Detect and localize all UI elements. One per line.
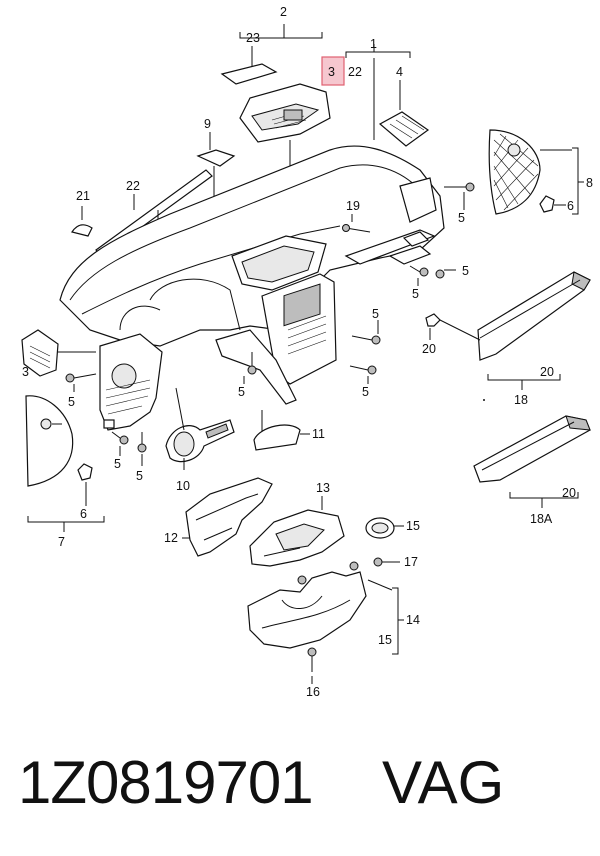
part-1-dashboard bbox=[59, 145, 445, 405]
screw-5-right-mid bbox=[409, 265, 429, 277]
callout-10: 10 bbox=[176, 479, 190, 493]
screw-5-right-far bbox=[435, 269, 456, 279]
callout-21: 21 bbox=[76, 189, 90, 203]
callout-18: 18 bbox=[514, 393, 528, 407]
callout-17: 17 bbox=[404, 555, 418, 569]
part-12-cover-bracket bbox=[185, 477, 273, 557]
screw-5-center-c bbox=[247, 352, 257, 375]
part-14-lower-shroud bbox=[247, 561, 367, 649]
part-number-label: 1Z0819701 bbox=[18, 749, 314, 816]
part-16-screw bbox=[307, 647, 317, 672]
part-small-bracket-right bbox=[388, 231, 432, 265]
callout-5-a: 5 bbox=[458, 211, 465, 225]
part-6-clip-left bbox=[77, 463, 93, 481]
callout-12: 12 bbox=[164, 531, 178, 545]
part-20-clip bbox=[425, 313, 441, 327]
callout-5-b: 5 bbox=[412, 287, 419, 301]
callout-20-a: 20 bbox=[540, 365, 554, 379]
callout-6-right: 6 bbox=[567, 199, 574, 213]
callout-3-left: 3 bbox=[22, 365, 29, 379]
screw-5-center-a bbox=[351, 335, 381, 345]
part-18-trim-strip bbox=[477, 271, 591, 361]
screw-5-left-b bbox=[111, 431, 129, 445]
callout-13: 13 bbox=[316, 481, 330, 495]
callout-15-top: 15 bbox=[406, 519, 420, 533]
part-bracket-left bbox=[99, 333, 163, 431]
screw-5-center-b bbox=[349, 365, 377, 375]
callout-23: 23 bbox=[246, 31, 260, 45]
callout-5-e: 5 bbox=[362, 385, 369, 399]
callout-5-f: 5 bbox=[238, 385, 245, 399]
part-3-left-vent bbox=[21, 329, 59, 377]
callout-6-left: 6 bbox=[80, 507, 87, 521]
callout-16: 16 bbox=[306, 685, 320, 699]
callout-4: 4 bbox=[396, 65, 403, 79]
callout-15-bottom: 15 bbox=[378, 633, 392, 647]
callout-5-h: 5 bbox=[114, 457, 121, 471]
brand-label: VAG bbox=[382, 749, 505, 816]
callout-2: 2 bbox=[280, 5, 287, 19]
callout-8: 8 bbox=[586, 176, 593, 190]
callout-20-c: 20 bbox=[562, 486, 576, 500]
callout-5-i: 5 bbox=[136, 469, 143, 483]
highlight-box bbox=[321, 56, 345, 86]
callout-20-b: 20 bbox=[422, 342, 436, 356]
part-18a-trim-strip bbox=[473, 415, 591, 483]
screw-5-left-c bbox=[137, 432, 147, 453]
callout-11: 11 bbox=[312, 427, 325, 441]
callout-18a: 18A bbox=[530, 512, 553, 526]
part-21-sensor-cap bbox=[71, 224, 93, 237]
callout-19: 19 bbox=[346, 199, 360, 213]
callout-5-c: 5 bbox=[462, 264, 469, 278]
callout-7: 7 bbox=[58, 535, 65, 549]
callout-22-left: 22 bbox=[126, 179, 140, 193]
callout-1: 1 bbox=[370, 37, 377, 51]
part-6-clip-right bbox=[539, 195, 555, 213]
callout-22-top: 22 bbox=[348, 65, 362, 79]
part-8-side-cover bbox=[488, 129, 541, 215]
part-19-screw bbox=[342, 224, 371, 233]
callout-5-d: 5 bbox=[372, 307, 379, 321]
part-15-ring bbox=[365, 517, 395, 539]
part-23-cover-strip bbox=[220, 63, 278, 85]
screw-5-right-top bbox=[444, 182, 475, 192]
part-17-screw bbox=[373, 557, 400, 567]
caption-bar: 1Z0819701 VAG bbox=[0, 748, 600, 828]
screw-5-left-a bbox=[65, 373, 97, 383]
part-10-ignition-bezel bbox=[165, 419, 235, 463]
parts-exploded-diagram: 2 23 3 22 1 4 9 22 21 bbox=[21, 5, 593, 699]
part-7-side-cover-left bbox=[25, 395, 74, 487]
part-3-center-vent bbox=[239, 83, 331, 143]
part-4-speaker-grill bbox=[378, 111, 430, 147]
group-2-bracket bbox=[239, 24, 323, 39]
callout-5-g: 5 bbox=[68, 395, 75, 409]
callout-3-top: 3 bbox=[328, 65, 335, 79]
callout-14: 14 bbox=[406, 613, 420, 627]
part-13-upper-shroud bbox=[249, 509, 345, 567]
part-11-trim bbox=[253, 424, 301, 451]
callout-9: 9 bbox=[204, 117, 211, 131]
part-9-clip-cover bbox=[196, 149, 236, 167]
